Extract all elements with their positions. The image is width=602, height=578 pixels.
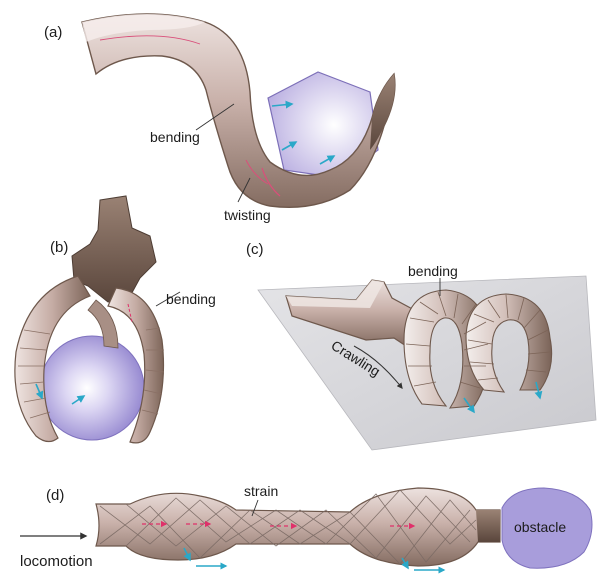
panel-d-tag: (d) [46,487,64,504]
label-bending-a: bending [150,129,200,145]
panel-d: (d) strain locomotion obsta [20,483,592,570]
label-strain: strain [244,483,278,499]
panel-a: (a) bending twisting [44,14,395,223]
panel-c: (c) [246,241,596,450]
panel-a-tag: (a) [44,24,62,41]
label-bending-b: bending [166,291,216,307]
label-bending-c: bending [408,263,458,279]
label-twisting: twisting [224,207,271,223]
label-locomotion: locomotion [20,553,93,570]
sphere-object [40,336,144,440]
panel-b: (b) bending [15,196,216,443]
label-obstacle: obstacle [514,519,566,535]
panel-c-tag: (c) [246,241,264,258]
locomotion-tube [96,488,500,566]
panel-b-tag: (b) [50,239,68,256]
